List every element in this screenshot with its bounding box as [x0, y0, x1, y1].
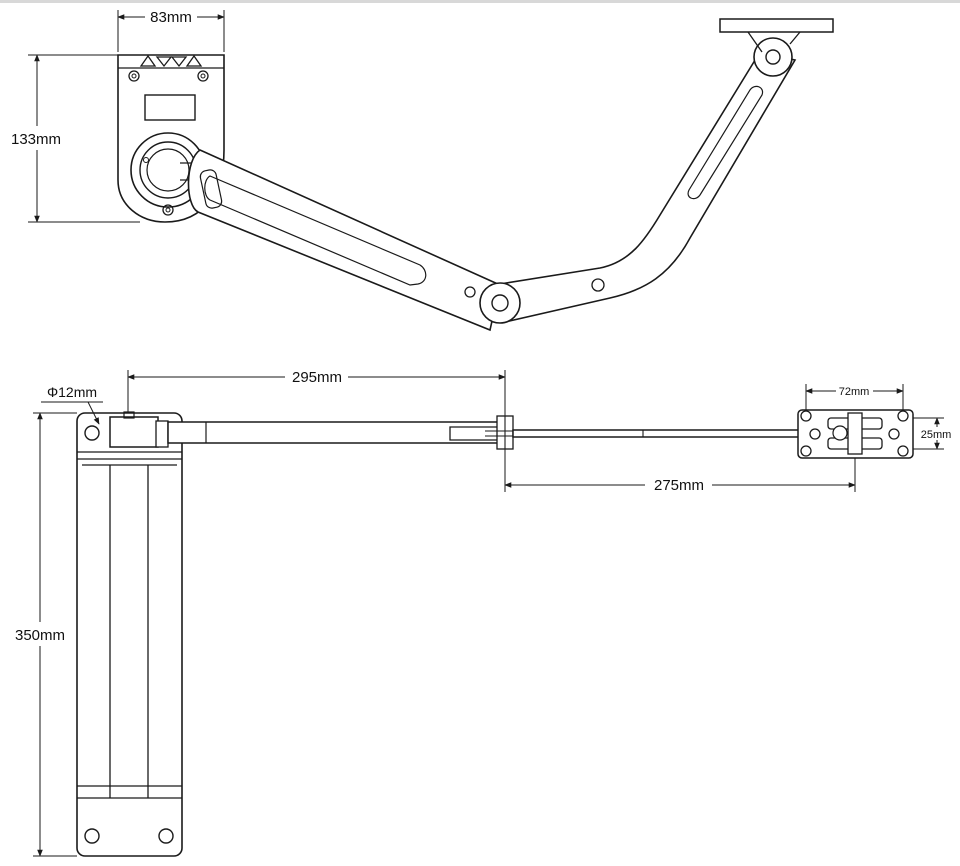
side-view: Φ12mm 350mm 295mm 275mm	[15, 369, 952, 857]
arm-span-dimension: 295mm	[127, 369, 506, 416]
upper-pivot-icon	[753, 37, 793, 77]
label-window	[144, 94, 196, 121]
arm-hole-icon	[464, 286, 476, 298]
diameter-label: Φ12mm	[47, 384, 97, 400]
second-arm-dimension: 275mm	[504, 449, 856, 494]
bracket-width-label: 72mm	[839, 386, 870, 398]
width-label: 83mm	[150, 9, 192, 26]
body-length-dimension: 350mm	[15, 412, 77, 857]
closer-body-side	[76, 411, 183, 857]
bracket-width-dimension: 72mm	[805, 384, 904, 410]
height-label: 133mm	[11, 131, 61, 148]
mounting-bracket-side	[797, 409, 914, 459]
top-border-rule	[0, 0, 960, 3]
arm-hole-icon	[591, 278, 605, 292]
second-arm-label: 275mm	[654, 477, 704, 494]
second-arm-top	[479, 37, 797, 324]
second-arm-side	[512, 429, 804, 438]
screw-hole-icon	[800, 410, 909, 457]
body-length-label: 350mm	[15, 627, 65, 644]
height-dimension: 133mm	[11, 54, 140, 223]
top-view: 83mm 133mm	[11, 9, 834, 332]
main-arm-side	[167, 421, 504, 444]
main-arm-top	[187, 149, 501, 332]
screw-hole-icon	[84, 425, 174, 844]
mounting-bracket-top	[719, 18, 834, 53]
elbow-pivot-icon	[479, 282, 521, 324]
diameter-dimension: Φ12mm	[41, 384, 103, 425]
direction-arrows-icon	[139, 54, 203, 68]
arm-span-label: 295mm	[292, 369, 342, 386]
bracket-height-label: 25mm	[921, 429, 952, 441]
width-dimension: 83mm	[117, 9, 225, 52]
bracket-height-dimension: 25mm	[913, 417, 952, 450]
screw-hole-icon	[128, 70, 209, 216]
